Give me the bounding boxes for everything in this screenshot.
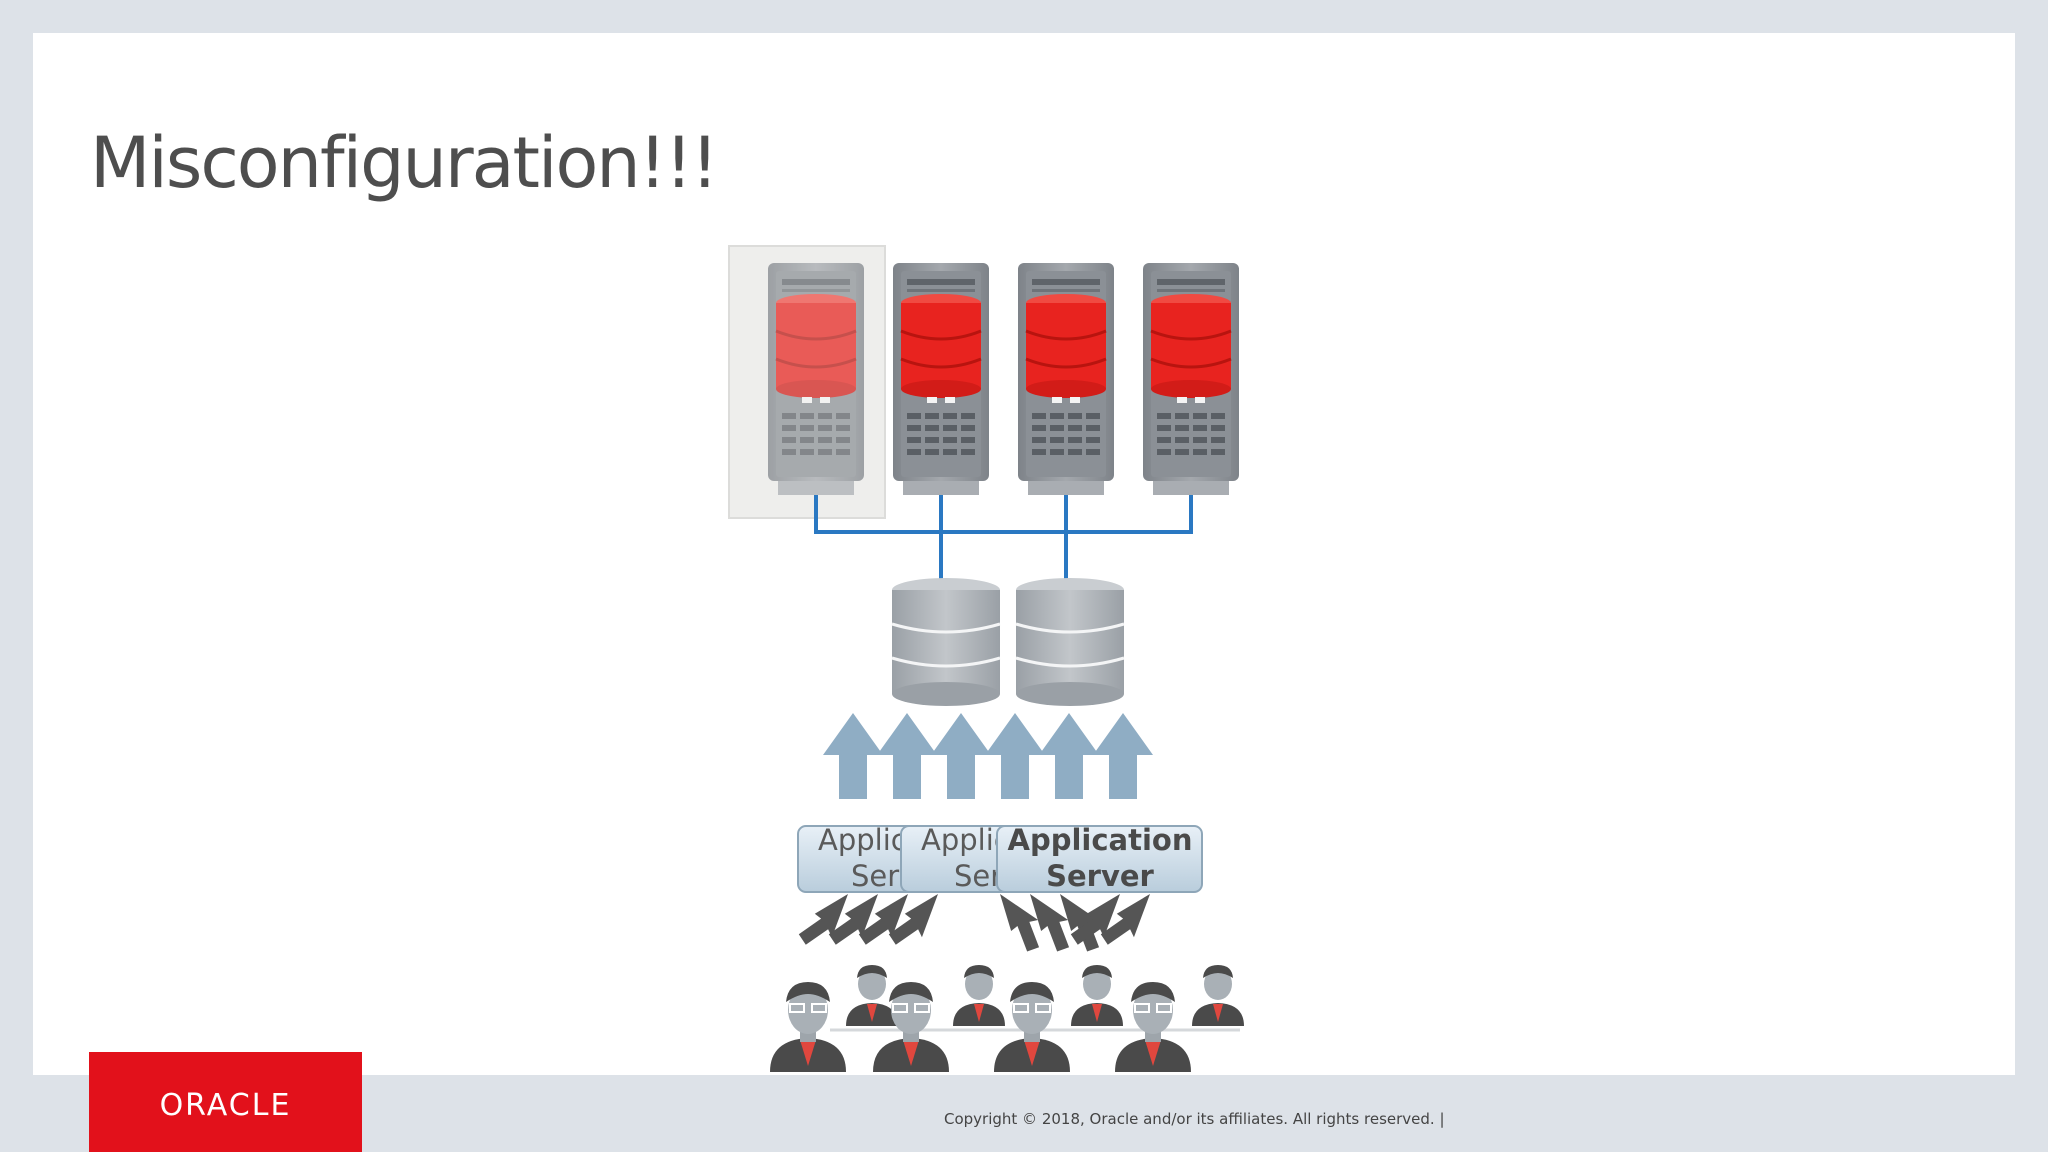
slide-title: Misconfiguration!!! — [90, 122, 719, 204]
user-icon — [993, 981, 1071, 1073]
up-arrow-icon — [1039, 713, 1099, 799]
user-icon — [846, 965, 898, 1026]
network-connectors — [814, 495, 1193, 580]
request-arrows — [823, 713, 1153, 799]
app-server-label: Application — [1008, 823, 1193, 857]
app-server-label: Applic — [921, 823, 1010, 857]
user-icon — [1071, 965, 1123, 1026]
up-arrow-icon — [985, 713, 1045, 799]
copyright-footer: Copyright © 2018, Oracle and/or its affi… — [944, 1110, 1445, 1128]
db-server-4-icon — [1141, 261, 1241, 497]
user-icon — [872, 981, 950, 1073]
app-server-label: Ser — [954, 859, 1002, 893]
storage-2-icon — [1014, 576, 1126, 708]
oracle-logo-text: ORACLE — [159, 1088, 292, 1123]
app-server-label: Applic — [818, 823, 907, 857]
slide-canvas — [33, 33, 2015, 1075]
app-server-label: Ser — [851, 859, 899, 893]
user-icon — [769, 981, 847, 1073]
up-arrow-icon — [1093, 713, 1153, 799]
user-icon — [1114, 981, 1192, 1073]
user-icon — [953, 965, 1005, 1026]
db-server-2-icon — [891, 261, 991, 497]
up-arrow-icon — [823, 713, 883, 799]
users-group — [769, 965, 1244, 1073]
up-arrow-icon — [877, 713, 937, 799]
user-request-cursors — [796, 885, 1162, 955]
app-server-3: Application Server — [996, 823, 1203, 893]
user-icon — [1192, 965, 1244, 1026]
storage-1-icon — [890, 576, 1002, 708]
db-server-1-icon — [766, 261, 866, 497]
db-server-3-icon — [1016, 261, 1116, 497]
app-server-label: Server — [1046, 859, 1154, 893]
up-arrow-icon — [931, 713, 991, 799]
oracle-logo: ORACLE — [89, 1052, 362, 1152]
app-server-1: Applic Ser — [797, 823, 929, 893]
